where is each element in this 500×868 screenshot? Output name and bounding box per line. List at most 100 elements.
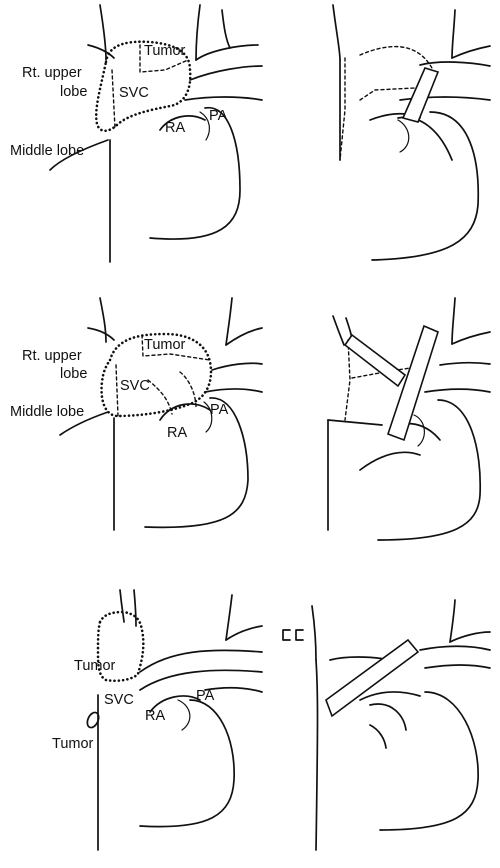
label-tumor: Tumor <box>144 43 186 59</box>
heart-outline <box>144 397 249 529</box>
ra-appendage <box>203 401 213 433</box>
ptfe-graft <box>325 638 420 718</box>
row2-right-postop-diagram <box>327 297 491 541</box>
ra-appendage <box>177 699 191 731</box>
row1-left-preop-diagram: Rt. upper lobe Middle lobe Tumor SVC RA … <box>10 4 263 263</box>
ptfe-graft-left <box>386 324 439 442</box>
trachea-right-wall <box>119 589 125 623</box>
label-ra: RA <box>165 120 185 136</box>
svc-line <box>315 659 319 851</box>
left-vessel <box>449 599 456 643</box>
resection-line <box>141 334 211 361</box>
left-branch <box>225 625 263 641</box>
pa-curve <box>397 116 453 161</box>
svc-dashed-line <box>115 364 119 417</box>
left-branch <box>451 331 491 345</box>
ra-outline <box>359 451 421 471</box>
label-pa: PA <box>209 108 228 124</box>
svc-cut-line <box>327 419 383 426</box>
pa-trunk-top <box>399 96 491 101</box>
clamp-mark-left <box>282 629 291 641</box>
trachea-left-wall <box>133 589 137 627</box>
label-tumor-upper: Tumor <box>74 658 116 674</box>
pa-trunk-top <box>184 96 263 101</box>
middle-lobe-line <box>59 411 109 436</box>
arch-line <box>439 361 491 366</box>
row3-left-preop-diagram: Tumor SVC RA PA Tumor <box>52 589 263 851</box>
label-ra: RA <box>145 708 165 724</box>
tumor-outline <box>94 40 192 133</box>
arch-line <box>419 645 491 651</box>
resection-line-3 <box>359 87 416 101</box>
label-rt-upper-lobe: Rt. upper <box>22 348 82 364</box>
trachea-right-wall <box>99 297 107 343</box>
ra-outline <box>159 403 211 421</box>
resection-line-2 <box>147 379 173 415</box>
label-lobe: lobe <box>60 84 87 100</box>
heart-outline <box>377 399 482 541</box>
left-branch <box>451 45 491 59</box>
ra-outline <box>159 115 206 131</box>
tumor-outline-lower <box>86 711 100 729</box>
svc-dashed-line <box>111 69 116 129</box>
pa-trunk-top <box>424 388 491 393</box>
tumor-outline-upper <box>96 610 145 683</box>
clamp-mark-right <box>295 629 304 641</box>
left-vessel <box>225 297 233 346</box>
trachea-right-wall <box>332 315 345 346</box>
pa-trunk-top <box>204 388 263 393</box>
left-vessel <box>451 9 456 59</box>
ra-outline <box>149 695 201 713</box>
resection-line <box>139 44 189 73</box>
label-lobe: lobe <box>60 366 87 382</box>
resection-line-3 <box>179 371 197 409</box>
left-branch <box>225 327 263 346</box>
bronchus-line <box>87 327 115 341</box>
label-svc: SVC <box>119 85 149 101</box>
pa-trunk-top <box>204 686 263 693</box>
heart-outline <box>371 111 480 261</box>
ra-appendage <box>397 119 410 153</box>
label-middle-lobe: Middle lobe <box>10 404 84 420</box>
arch-line-lower <box>139 669 263 691</box>
middle-lobe-line <box>49 139 109 171</box>
label-svc: SVC <box>120 378 150 394</box>
label-tumor: Tumor <box>144 337 186 353</box>
label-tumor-lower: Tumor <box>52 736 94 752</box>
resection-line <box>344 339 351 421</box>
trachea-right-wall <box>332 4 341 61</box>
left-vessel <box>225 594 233 641</box>
row2-left-preop-diagram: Rt. upper lobe Middle lobe Tumor SVC RA … <box>10 297 263 531</box>
trachea-right-wall <box>311 605 317 661</box>
label-pa: PA <box>210 402 229 418</box>
row1-right-postop-diagram <box>332 4 491 261</box>
pa-trunk-top <box>424 664 491 669</box>
heart-outline <box>139 699 235 828</box>
ra-appendage <box>199 111 210 141</box>
label-ra: RA <box>167 425 187 441</box>
label-rt-upper-lobe: Rt. upper <box>22 65 82 81</box>
label-middle-lobe: Middle lobe <box>10 143 84 159</box>
heart-outline <box>379 691 479 831</box>
row3-right-postop-diagram <box>282 599 491 851</box>
left-vessel <box>195 4 201 61</box>
label-svc: SVC <box>104 692 134 708</box>
resection-line-2 <box>359 45 434 71</box>
arch-line <box>419 61 491 67</box>
ptfe-graft <box>401 67 440 123</box>
arch-line <box>211 362 263 371</box>
aorta-arch-line <box>189 65 263 81</box>
ra-inner-line <box>369 724 387 749</box>
label-pa: PA <box>196 688 215 704</box>
ptfe-graft-innominate <box>343 333 407 388</box>
ra-appendage <box>413 414 425 447</box>
ra-outline <box>359 691 421 701</box>
bronchus-line <box>87 44 115 59</box>
tumor-outline <box>100 332 213 418</box>
ra-appendage <box>369 703 407 731</box>
heart-outline <box>149 107 241 240</box>
arch-line <box>139 649 263 673</box>
resection-line <box>339 57 346 161</box>
